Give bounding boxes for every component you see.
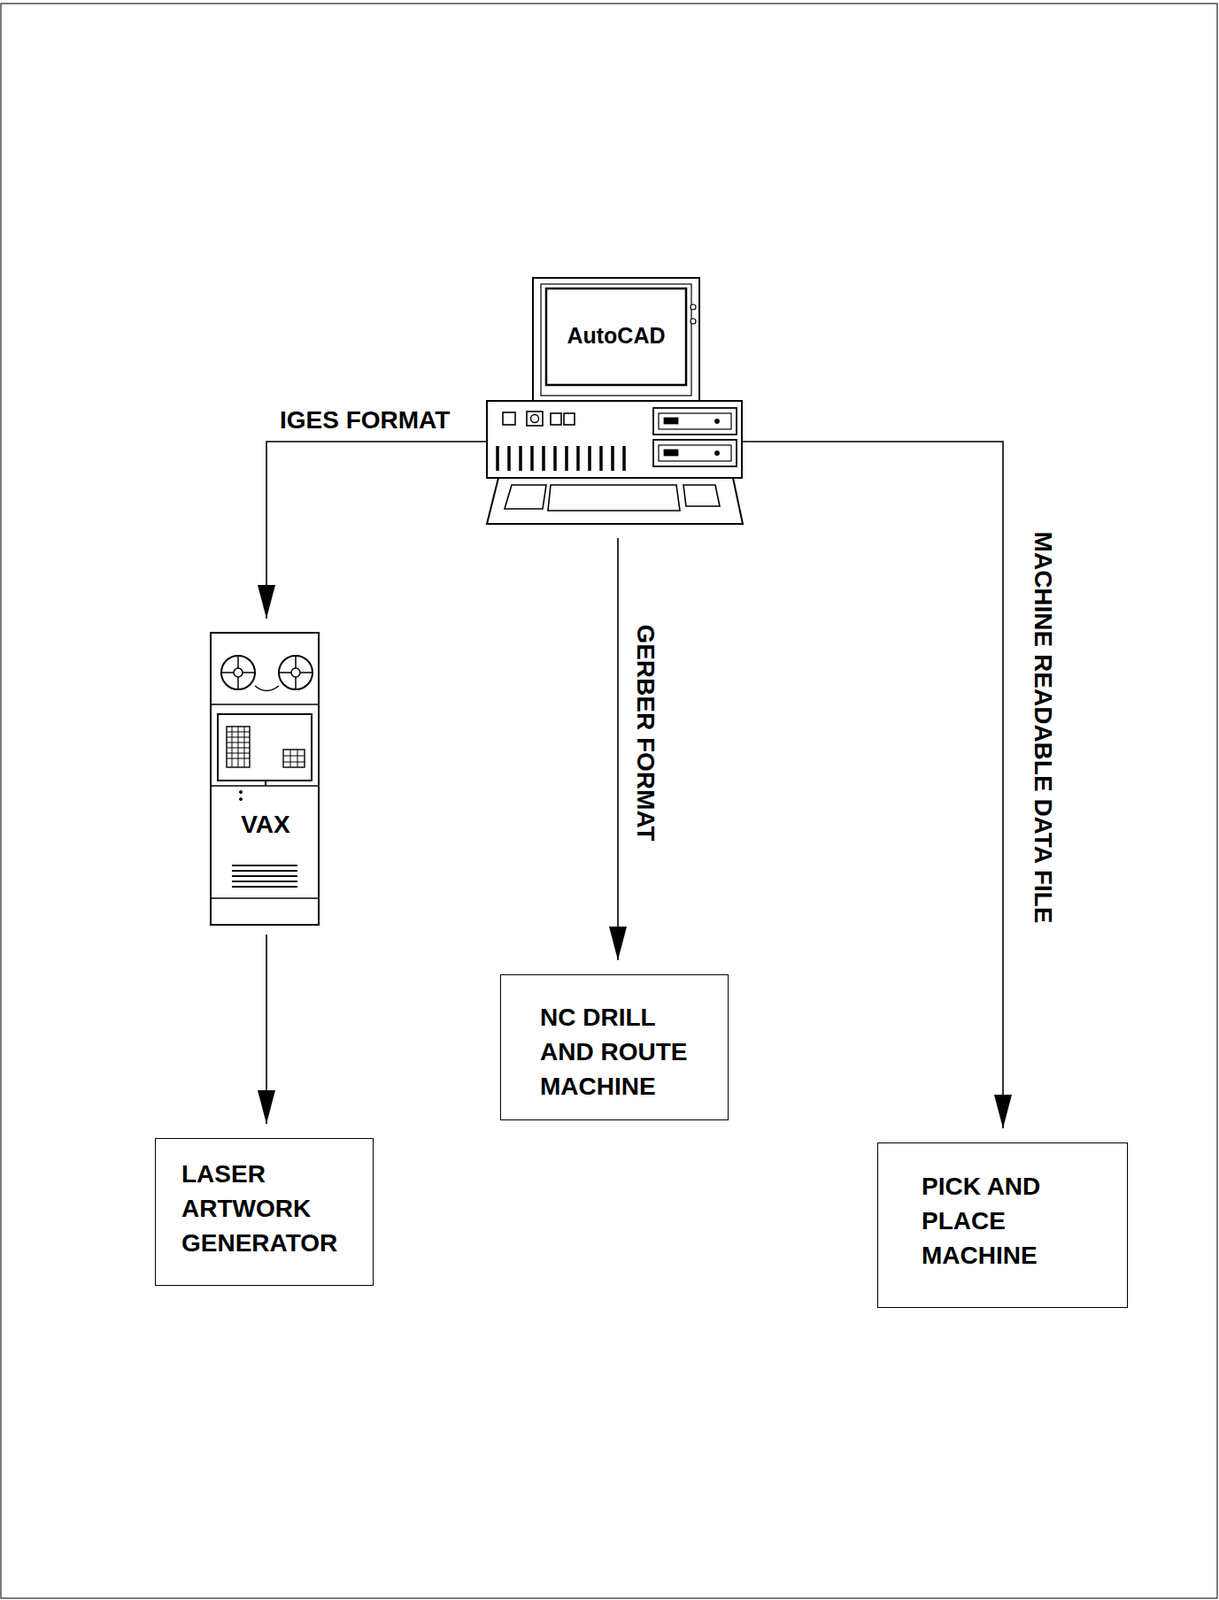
vax-node: VAX: [210, 632, 319, 926]
process-box: LASER ARTWORK GENERATOR: [154, 1138, 374, 1287]
flow-arrow: [617, 538, 619, 961]
vax-illustration: [210, 632, 319, 926]
page-frame: [0, 3, 1218, 1599]
device-label: AutoCAD: [566, 324, 665, 349]
format-label: MACHINE READABLE DATA FILE: [1029, 530, 1057, 926]
box-label: PICK AND PLACE MACHINE: [921, 1169, 1086, 1274]
format-label: GERBER FORMAT: [632, 622, 660, 843]
box-label: LASER ARTWORK GENERATOR: [181, 1157, 346, 1261]
flow-arrow: [742, 441, 1003, 1129]
device-label: VAX: [240, 811, 291, 840]
flow-arrow: [266, 441, 487, 619]
process-box: PICK AND PLACE MACHINE: [877, 1142, 1128, 1309]
computer-illustration: [486, 277, 743, 525]
flow-arrow: [265, 934, 268, 1125]
format-label: IGES FORMAT: [277, 407, 452, 435]
process-box: NC DRILL AND ROUTE MACHINE: [500, 974, 729, 1121]
computer-node: AutoCAD: [486, 277, 743, 525]
box-label: NC DRILL AND ROUTE MACHINE: [540, 1000, 704, 1104]
